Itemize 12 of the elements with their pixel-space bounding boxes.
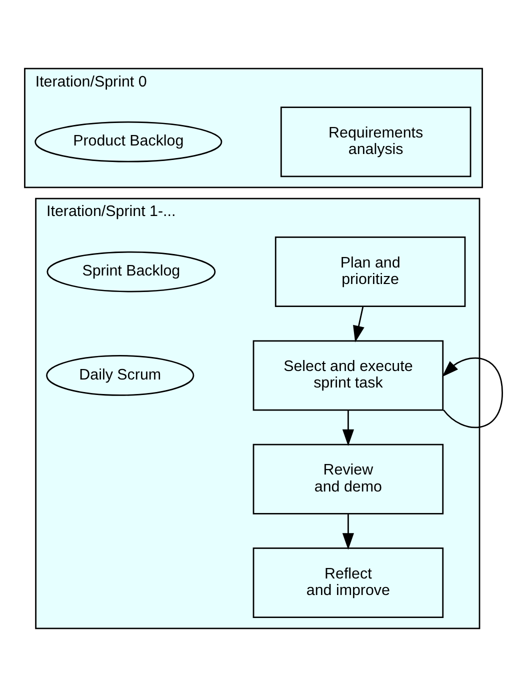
node-ellipse: Product Backlog — [34, 120, 222, 162]
node-box: Select and execute sprint task — [252, 340, 444, 410]
arrow — [442, 356, 503, 428]
node-box: Review and demo — [252, 443, 444, 514]
arrow — [342, 514, 354, 550]
node-box: Requirements analysis — [280, 106, 472, 177]
arrow — [353, 306, 364, 342]
arrow — [342, 410, 354, 446]
node-box: Reflect and improve — [252, 547, 444, 618]
node-ellipse: Sprint Backlog — [46, 250, 216, 292]
node-box: Plan and prioritize — [274, 236, 466, 307]
node-ellipse: Daily Scrum — [46, 354, 194, 396]
